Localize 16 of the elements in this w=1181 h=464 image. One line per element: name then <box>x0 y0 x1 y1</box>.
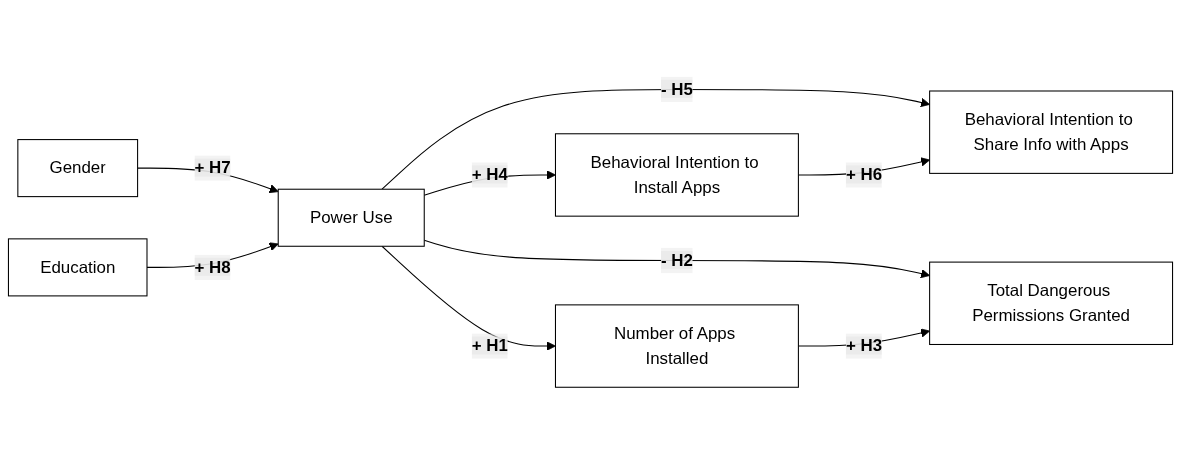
node-box: Education <box>7 238 148 297</box>
node-box: Behavioral Intention to Install Apps <box>554 133 799 217</box>
node-box: Number of Apps Installed <box>554 304 799 388</box>
arrow <box>381 245 556 351</box>
edge-label: + H1 <box>471 336 508 355</box>
node-box: Total Dangerous Permissions Granted <box>929 261 1174 345</box>
edge-label: + H3 <box>845 336 883 355</box>
edge-label: - H5 <box>660 79 693 98</box>
edge-label: + H6 <box>845 165 883 184</box>
edge-label: + H7 <box>194 158 231 177</box>
edge-label: - H2 <box>660 251 693 269</box>
node-box: Power Use <box>277 188 425 247</box>
edge-label: + H8 <box>194 257 231 276</box>
node-box: Behavioral Intention to Share Info with Apps <box>929 90 1174 174</box>
edge-label: + H4 <box>471 165 508 184</box>
node-box: Gender <box>17 139 139 198</box>
